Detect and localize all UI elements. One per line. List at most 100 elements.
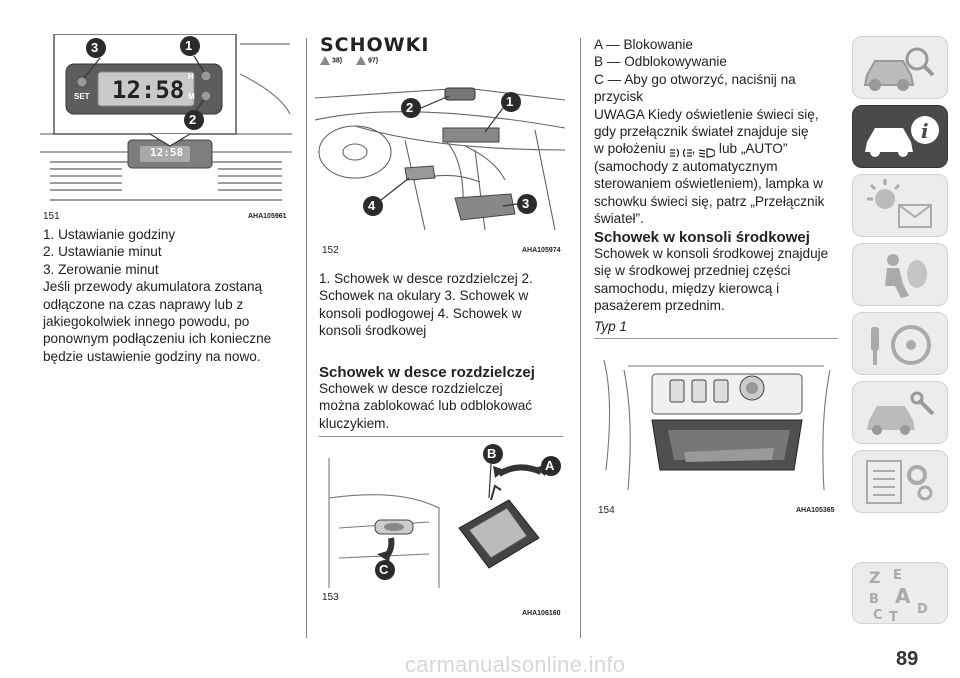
ref-97: 97) — [367, 57, 379, 65]
callout-A: A — [545, 458, 555, 473]
figure-number-153: 153 — [322, 592, 339, 603]
callout-1: 1 — [506, 94, 514, 109]
figure-number-151: 151 — [43, 211, 60, 222]
svg-text:D: D — [917, 602, 928, 617]
storage-caption: 1. Schowek w desce rozdzielczej 2. Schow… — [319, 270, 574, 340]
callout-3: 3 — [91, 40, 99, 55]
figure-number-154: 154 — [598, 505, 615, 516]
figure-153-rule — [319, 436, 563, 437]
paragraph-line: sterowaniem oświetleniem), lampka w — [594, 176, 823, 192]
paragraph-line: Schowek w konsoli środkowej znajduje — [594, 246, 829, 261]
column-divider-2 — [580, 38, 581, 638]
car-search-icon — [863, 47, 935, 91]
paragraph-line-symbols: w położeniu , lub „AUTO” — [594, 141, 788, 158]
side-tab-airbag[interactable] — [852, 243, 948, 306]
center-console-paragraph: Schowek w konsoli środkowej znajduje się… — [594, 245, 846, 315]
warning-triangle-icon — [320, 56, 330, 65]
side-tab-settings-list[interactable] — [852, 450, 948, 513]
settings-list-icon — [866, 460, 933, 504]
paragraph-line: (samochody z automatycznym — [594, 158, 778, 174]
clock-buttons-list: 1. Ustawianie godziny 2. Ustawianie minu… — [43, 226, 298, 365]
paragraph-line: gdy przełącznik świateł znajduje się — [594, 124, 809, 140]
clock-time-display: 12:58 — [112, 76, 185, 104]
watermark: carmanualsonline.info — [405, 652, 626, 677]
paragraph-line: UWAGA Kiedy oświetlenie świeci się, — [594, 106, 819, 122]
side-tab-car-info[interactable]: i — [852, 105, 948, 168]
paragraph-line: świateł”. — [594, 211, 644, 227]
low-beam-icon — [699, 145, 716, 158]
paragraph-line: ponownym podłączeniu ich konieczne — [43, 331, 272, 347]
set-label: SET — [74, 92, 90, 101]
figure-code-152: AHA105974 — [522, 247, 561, 254]
paragraph-line: pasażerem przednim. — [594, 298, 725, 314]
type-label: Typ 1 — [594, 319, 627, 334]
figure-151: 12:58 12:58 SET H M 3 1 2 — [40, 34, 292, 224]
h-label: H — [188, 72, 194, 81]
list-item: 3. Zerowanie minut — [43, 261, 159, 277]
side-tab-car-wrench[interactable] — [852, 381, 948, 444]
figure-code-151: AHA105961 — [248, 213, 287, 220]
paragraph-line: odłączone na czas naprawy lub z — [43, 296, 244, 312]
side-tab-warning-lights[interactable] — [852, 174, 948, 237]
paragraph-line: C — Aby go otworzyć, naciśnij na — [594, 71, 796, 87]
svg-text:T: T — [889, 610, 898, 625]
paragraph-line: się w środkowej przedniej części — [594, 263, 791, 279]
page-number: 89 — [896, 648, 919, 670]
svg-text:Z: Z — [869, 568, 881, 587]
paragraph-line: A — Blokowanie — [594, 37, 693, 52]
subheading-glovebox: Schowek w desce rozdzielczej — [319, 364, 535, 381]
callout-B: B — [487, 446, 497, 461]
m-label: M — [188, 92, 195, 101]
car-info-icon: i — [865, 116, 939, 157]
list-item: 2. Ustawianie minut — [43, 244, 162, 260]
figure-153: B A C — [319, 438, 563, 593]
list-item: 1. Ustawianie godziny — [43, 227, 176, 242]
ref-38: 38) — [331, 57, 343, 65]
paragraph-line: schowku świeci się, patrz „Przełącznik — [594, 193, 825, 209]
figure-number-152: 152 — [322, 245, 339, 256]
callout-3: 3 — [522, 196, 530, 211]
section-title: SCHOWKI — [320, 34, 430, 56]
side-tab-car-search[interactable] — [852, 36, 948, 99]
callout-2: 2 — [406, 100, 414, 115]
subheading-center-console: Schowek w konsoli środkowej — [594, 229, 810, 246]
side-tab-alphabet-index[interactable]: Z E B A C T D — [852, 562, 948, 625]
lock-legend: A — Blokowanie B — Odblokowywanie C — Ab… — [594, 36, 844, 227]
svg-text:i: i — [921, 119, 929, 143]
caption-line: konsoli podłogowej 4. Schowek w — [319, 305, 522, 321]
clock-time-small: 12:58 — [150, 146, 184, 159]
caption-line: konsoli środkowej — [319, 323, 427, 339]
paragraph-line: będzie ustawienie godziny na nowo. — [43, 348, 261, 364]
callout-C: C — [379, 562, 389, 577]
warning-triangle-icon — [356, 56, 367, 65]
caption-line: Schowek na okulary 3. Schowek w — [319, 288, 529, 304]
svg-text:B: B — [869, 592, 879, 607]
figure-code-153: AHA106160 — [522, 610, 561, 617]
svg-text:A: A — [895, 584, 911, 608]
callout-4: 4 — [368, 198, 376, 213]
callout-1: 1 — [185, 38, 193, 53]
callout-2: 2 — [189, 112, 197, 127]
paragraph-line: przycisk — [594, 89, 644, 105]
paragraph-line: jakiegokolwiek innego powodu, po — [43, 314, 250, 330]
svg-text:C: C — [873, 608, 883, 623]
paragraph-line: można zablokować lub odblokować — [319, 398, 533, 414]
alphabet-index-icon: Z E B A C T D — [869, 568, 928, 625]
side-tab-steering-key[interactable] — [852, 312, 948, 375]
warning-lights-icon — [867, 179, 932, 228]
paragraph-line: samochodu, między kierowcą i — [594, 280, 780, 296]
svg-text:E: E — [893, 568, 902, 583]
paragraph-line: Jeśli przewody akumulatora zostaną — [43, 279, 263, 295]
figure-154 — [594, 340, 838, 500]
figure-154-rule — [594, 338, 838, 339]
paragraph-line: Schowek w desce rozdzielczej — [319, 381, 503, 396]
car-wrench-icon — [867, 391, 935, 435]
column-divider-1 — [306, 38, 307, 638]
paragraph-line: B — Odblokowywanie — [594, 54, 727, 70]
figure-152: 2 1 4 3 — [315, 80, 565, 238]
reference-marks: 38) 97) — [320, 56, 378, 65]
caption-line: 1. Schowek w desce rozdzielczej 2. — [319, 271, 533, 286]
paragraph-line: kluczykiem. — [319, 415, 390, 431]
glovebox-paragraph: Schowek w desce rozdzielczej można zablo… — [319, 380, 574, 432]
airbag-person-icon — [885, 254, 927, 298]
